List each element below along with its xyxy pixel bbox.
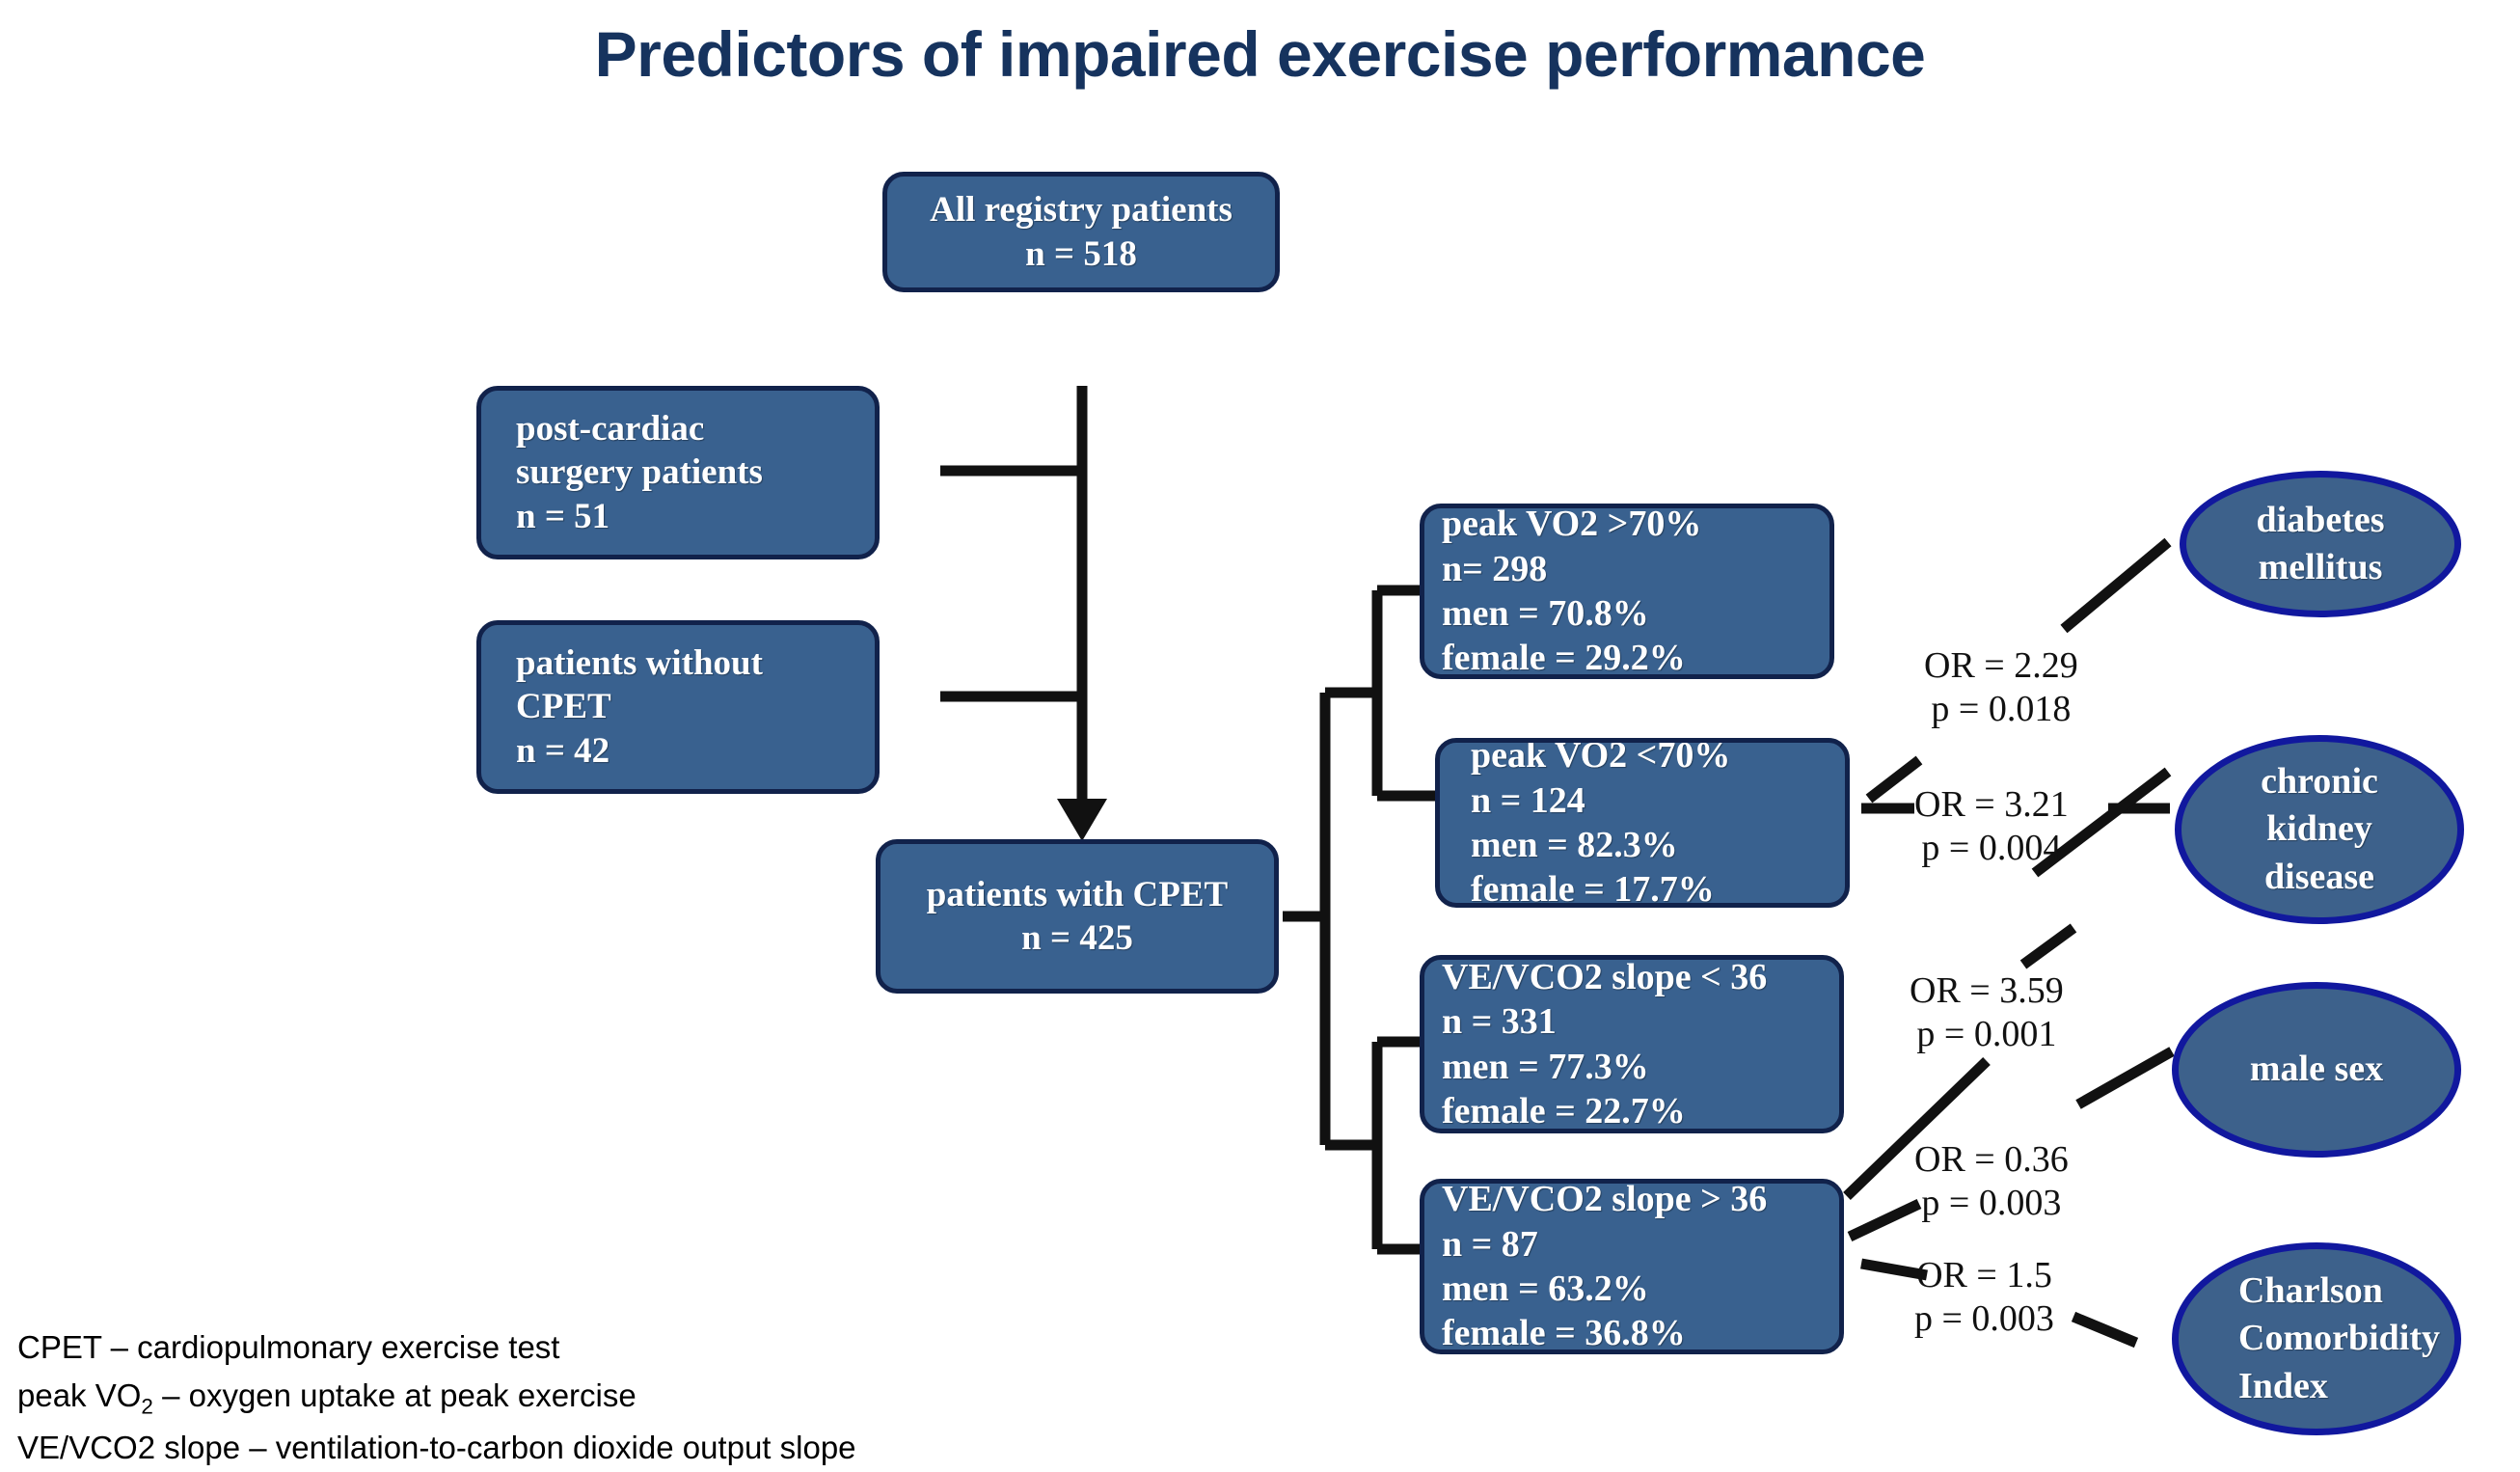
group-line4: female = 29.2% [1442,638,1686,679]
box-group-peak-vo2-low[interactable]: peak VO2 <70% n = 124 men = 82.3% female… [1435,738,1850,908]
odds-ratio-value: OR = 1.5 [1916,1255,2052,1295]
group-line3: men = 82.3% [1471,825,1678,865]
ellipse-charlson-comorbidity-index[interactable]: Charlson Comorbidity Index [2172,1242,2461,1435]
link-male-sex [2075,1047,2175,1109]
box-all-line2: n = 518 [1025,233,1137,274]
box-postcardiac-line2: surgery patients [516,452,763,493]
association-label-3: OR = 3.59 p = 0.001 [1910,969,2064,1056]
group-line2: n = 124 [1471,779,1585,821]
odds-ratio-value: OR = 3.21 [1914,784,2069,825]
predictor-line1: diabetes [2256,499,2385,540]
footnote-peak-vo2-b: – oxygen uptake at peak exercise [152,1377,637,1414]
odds-ratio-value: OR = 0.36 [1914,1139,2069,1180]
box-patients-with-cpet[interactable]: patients with CPET n = 425 [876,839,1279,994]
box-patients-without-cpet[interactable]: patients without CPET n = 42 [476,620,880,794]
p-value: p = 0.004 [1921,827,2062,868]
predictor-line2: kidney [2266,808,2372,850]
footnote-ve-vco2: VE/VCO2 slope – ventilation-to-carbon di… [17,1429,856,1465]
ellipse-male-sex[interactable]: male sex [2172,982,2461,1158]
box-nocpet-line1: patients without [516,643,763,684]
box-all-registry-patients[interactable]: All registry patients n = 518 [882,172,1280,292]
box-nocpet-line3: n = 42 [516,730,610,771]
link-vo2high-diabetes [2060,537,2172,634]
box-all-line1: All registry patients [930,190,1233,231]
main-arrowhead [1057,799,1107,841]
association-label-4: OR = 0.36 p = 0.003 [1914,1138,2069,1225]
link-charlson [2071,1311,2139,1349]
p-value: p = 0.001 [1916,1013,2057,1054]
predictor-line2: mellitus [2258,547,2383,587]
box-group-ve-vco2-slope-low[interactable]: VE/VCO2 slope < 36 n = 331 men = 77.3% f… [1420,955,1844,1133]
predictor-line1: chronic [2261,760,2378,802]
predictor-line3: Index [2238,1365,2328,1406]
association-label-5: OR = 1.5 p = 0.003 [1914,1254,2054,1341]
link-vehigh-malesex [1847,1199,1922,1241]
p-value: p = 0.018 [1931,688,2072,729]
ellipse-diabetes-mellitus[interactable]: diabetes mellitus [2180,471,2461,617]
group-line1: peak VO2 <70% [1471,738,1731,777]
footnote-peak-vo2-a: peak VO [17,1377,142,1414]
box-withcpet-line2: n = 425 [1021,918,1133,958]
box-withcpet-line1: patients with CPET [926,874,1229,914]
p-value: p = 0.003 [1914,1297,2054,1339]
group-line3: men = 63.2% [1442,1268,1649,1309]
odds-ratio-value: OR = 2.29 [1924,645,2078,686]
predictor-line2: Comorbidity [2238,1318,2440,1359]
group-line3: men = 77.3% [1442,1046,1649,1087]
group-line4: female = 17.7% [1471,869,1715,908]
page-title: Predictors of impaired exercise performa… [594,18,1926,90]
footnote-peak-vo2: peak VO2 – oxygen uptake at peak exercis… [17,1372,856,1424]
box-postcardiac-line3: n = 51 [516,496,610,536]
association-label-2: OR = 3.21 p = 0.004 [1914,783,2069,870]
footnote-cpet: CPET – cardiopulmonary exercise test [17,1329,560,1365]
box-group-ve-vco2-slope-high[interactable]: VE/VCO2 slope > 36 n = 87 men = 63.2% fe… [1420,1179,1844,1354]
link-vo2low-ckd [2019,923,2077,969]
link-vo2low-left [1865,755,1923,804]
group-line4: female = 22.7% [1442,1090,1686,1131]
group-line1: peak VO2 >70% [1442,504,1702,545]
group-line2: n = 331 [1442,1001,1557,1043]
group-line2: n = 87 [1442,1223,1538,1265]
predictor-line1: male sex [2249,1049,2384,1090]
box-post-cardiac-surgery[interactable]: post-cardiac surgery patients n = 51 [476,386,880,559]
association-label-1: OR = 2.29 p = 0.018 [1924,644,2078,731]
abbreviation-legend: CPET – cardiopulmonary exercise test pea… [17,1323,856,1472]
group-line2: n= 298 [1442,548,1548,589]
group-line1: VE/VCO2 slope < 36 [1442,956,1768,997]
ellipse-chronic-kidney-disease[interactable]: chronic kidney disease [2175,735,2464,924]
footnote-peak-vo2-sub: 2 [141,1394,153,1419]
predictor-line3: disease [2264,856,2374,897]
box-group-peak-vo2-high[interactable]: peak VO2 >70% n= 298 men = 70.8% female … [1420,504,1834,679]
odds-ratio-value: OR = 3.59 [1910,970,2064,1011]
p-value: p = 0.003 [1921,1182,2062,1223]
group-line4: female = 36.8% [1442,1313,1686,1354]
box-nocpet-line2: CPET [516,687,611,727]
box-postcardiac-line1: post-cardiac [516,409,705,450]
group-line3: men = 70.8% [1442,593,1649,634]
group-line1: VE/VCO2 slope > 36 [1442,1179,1768,1220]
predictor-line1: Charlson [2238,1269,2383,1311]
